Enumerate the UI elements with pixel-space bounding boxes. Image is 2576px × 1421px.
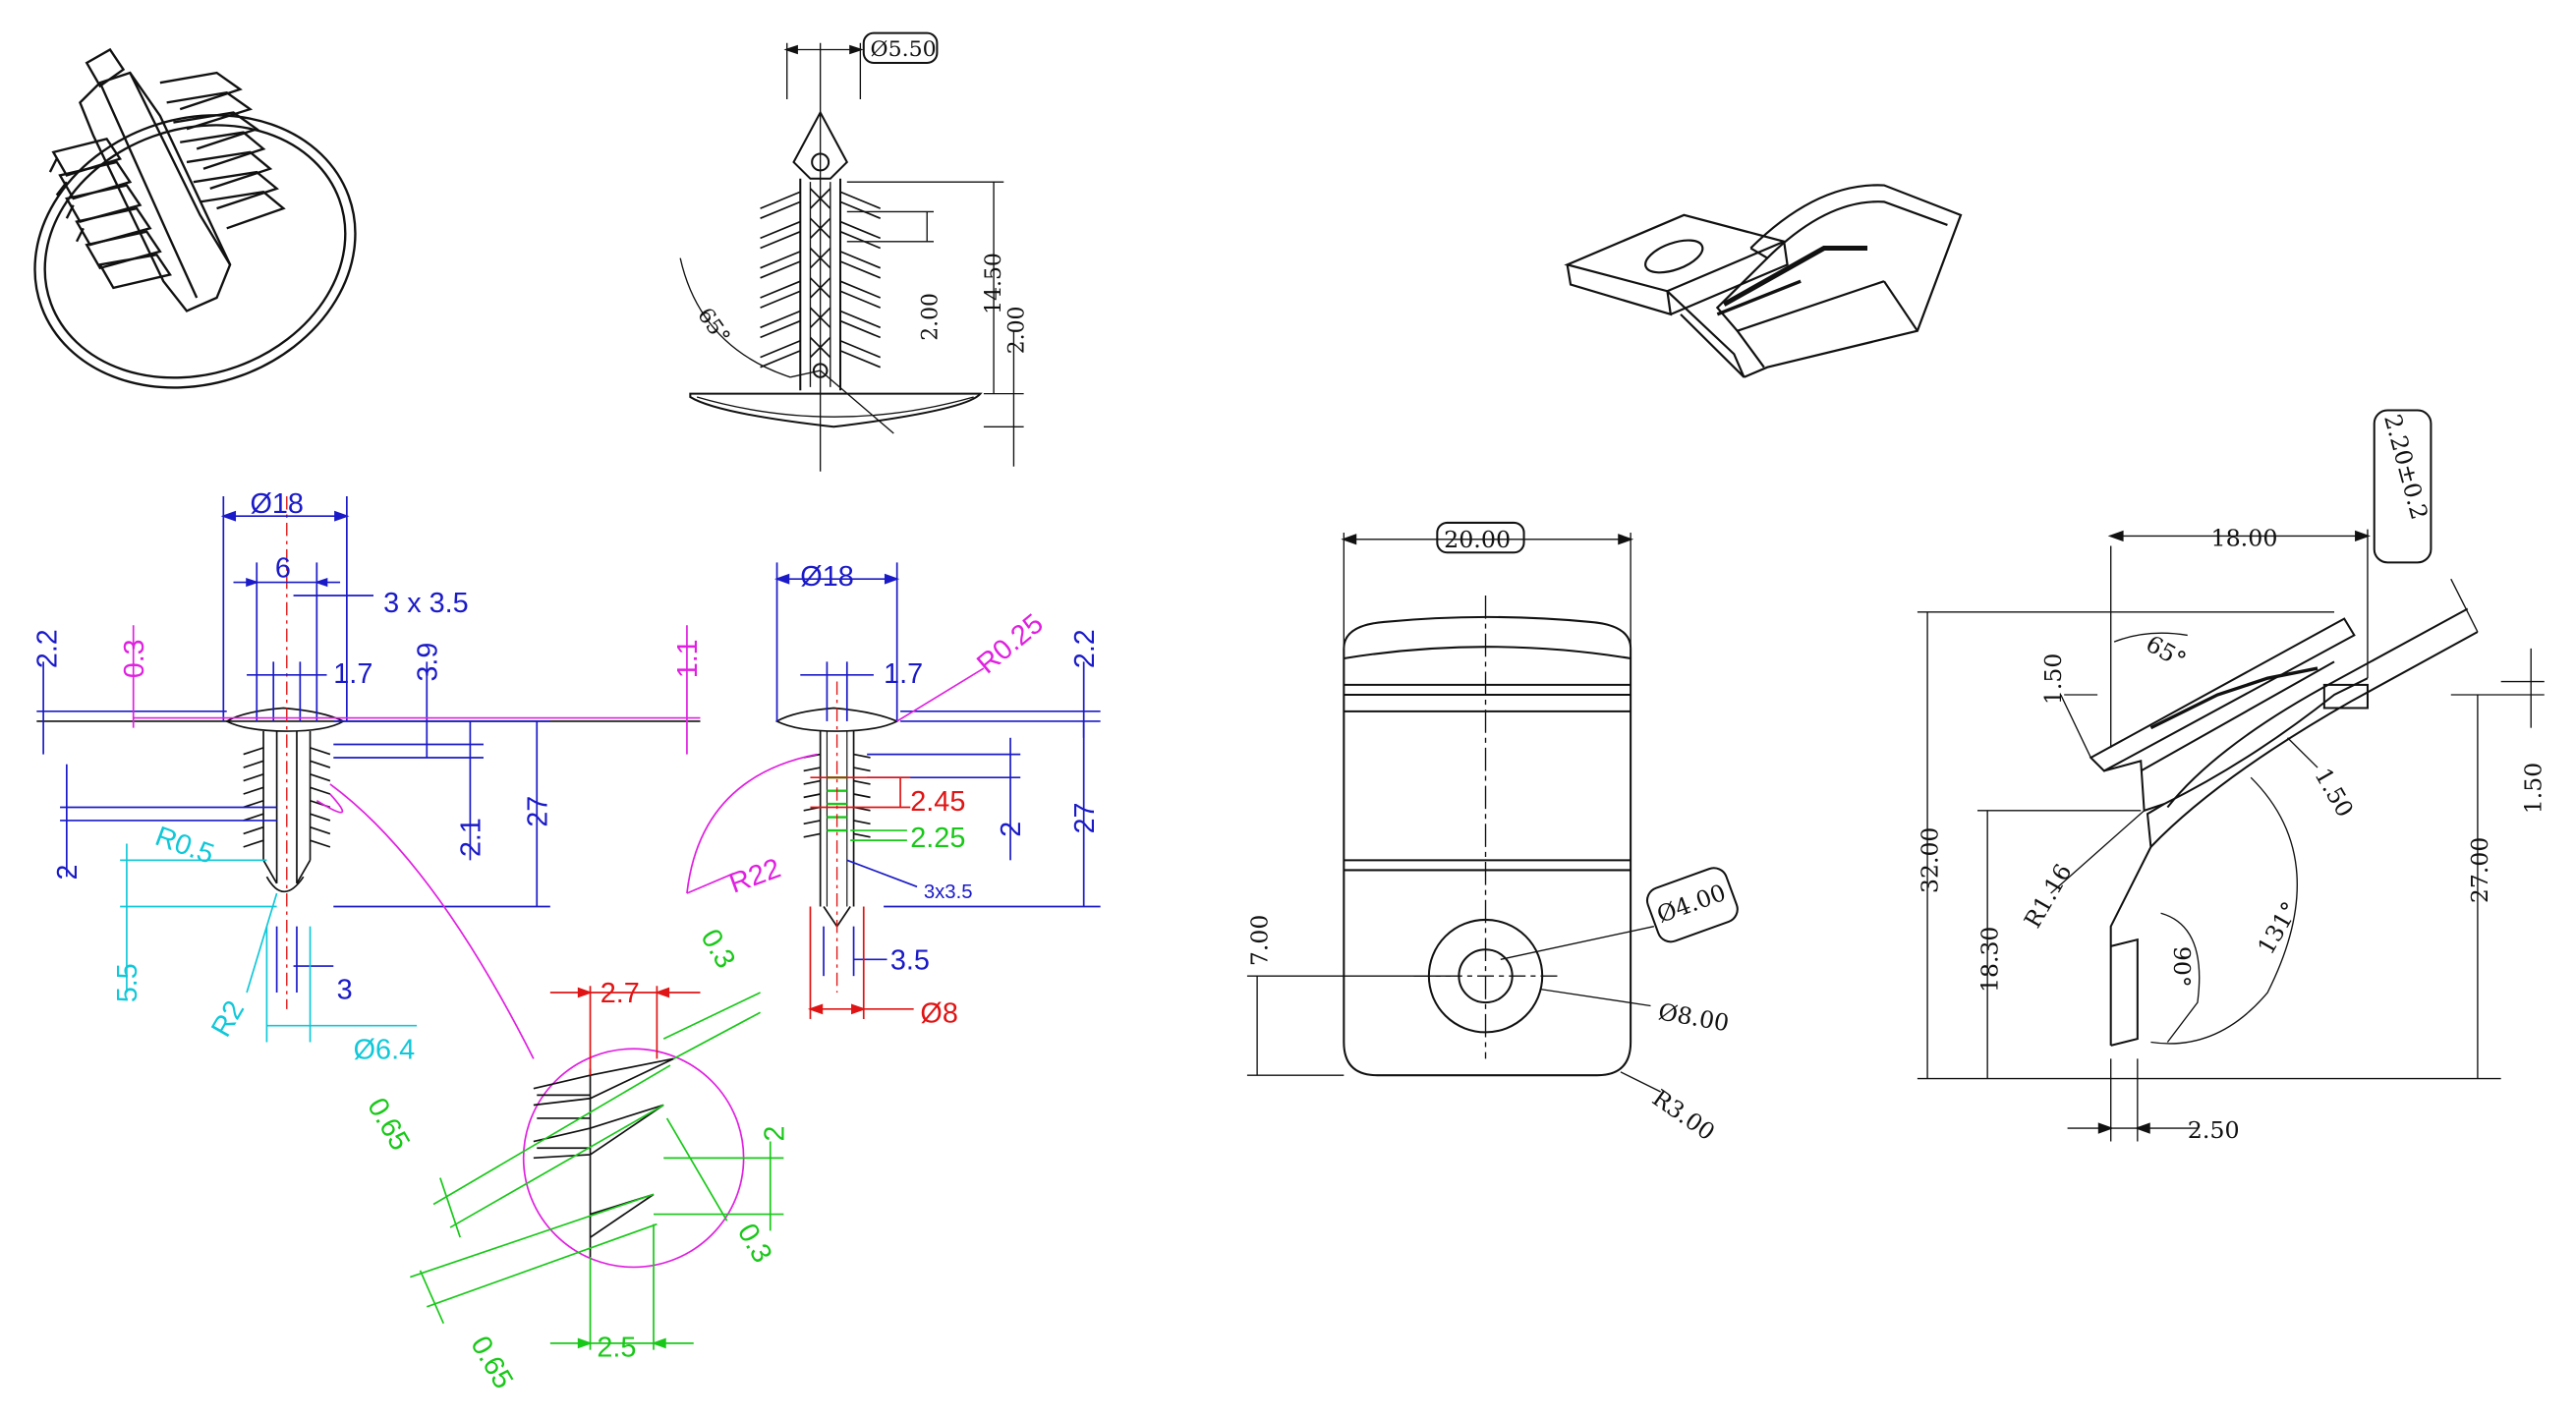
- bracket-front-width-label: 20.00: [1444, 526, 1511, 553]
- clip-section-view: [686, 562, 1101, 1019]
- bracket-side-view: [1917, 409, 2545, 1142]
- front-h39-label: 3.9: [412, 643, 443, 682]
- section-d8-label: Ø8: [920, 997, 957, 1029]
- bracket-side-h150c-label: 1.50: [2519, 763, 2547, 814]
- bracket-side-h1830-label: 18.30: [1975, 927, 2003, 993]
- section-w17-label: 1.7: [884, 658, 923, 690]
- clip-side-pitch-label: 2.00: [918, 293, 943, 341]
- section-slots-label: 3x3.5: [924, 881, 973, 903]
- bracket-side-h32-label: 32.00: [1916, 827, 1943, 893]
- bracket-front-r3-label: R3.00: [1647, 1084, 1720, 1146]
- front-w3-label: 3: [337, 975, 353, 1006]
- bracket-front-hole-inner-label: Ø4.00: [1653, 879, 1730, 929]
- bracket-front-h7-label: 7.00: [1245, 915, 1273, 966]
- section-h27-label: 27: [1069, 803, 1101, 834]
- front-h27-label: 27: [522, 796, 553, 827]
- section-h2-label: 2: [996, 822, 1027, 837]
- front-w17-label: 1.7: [333, 658, 372, 690]
- section-h22-label: 2.2: [1069, 629, 1101, 668]
- clip-side-height-label: 14.50: [982, 253, 1006, 314]
- bracket-side-h27-label: 27.00: [2466, 837, 2493, 903]
- front-slots-label: 3 x 3.5: [383, 588, 469, 619]
- section-dia18-label: Ø18: [800, 561, 854, 593]
- bracket-side-angle131-label: 131°: [2252, 897, 2304, 959]
- front-h55-label: 5.5: [112, 963, 143, 1002]
- bracket-side-r116-label: R1.16: [2019, 859, 2078, 933]
- section-h245-label: 2.45: [910, 786, 965, 818]
- front-d64-label: Ø6.4: [354, 1034, 416, 1065]
- section-w35-label: 3.5: [890, 945, 930, 977]
- front-h21-label: 2.1: [455, 818, 487, 857]
- clip-side-bottom-label: 2.00: [1005, 307, 1030, 355]
- bracket-front-hole-outer-label: Ø8.00: [1656, 997, 1731, 1037]
- bracket-side-t150b-label: 1.50: [2309, 764, 2359, 822]
- bracket-isometric-view: [1564, 184, 1963, 378]
- section-h225-label: 2.25: [910, 823, 965, 854]
- section-r22-label: R22: [725, 853, 785, 900]
- front-h2-label: 2: [52, 865, 84, 881]
- front-dia18-label: Ø18: [250, 488, 304, 520]
- bracket-front-view: [1246, 521, 1739, 1093]
- bracket-side-thickness-label: 2.20±0.2: [2378, 412, 2433, 523]
- bracket-side-t150a-label: 1.50: [2039, 654, 2067, 705]
- front-r05-label: R0.5: [151, 821, 218, 871]
- bracket-side-w18-label: 18.00: [2210, 525, 2277, 552]
- clip-side-view: [679, 31, 1024, 472]
- front-h03-label: 0.3: [119, 639, 150, 678]
- detail-h2-label: 2: [759, 1126, 790, 1142]
- section-r025-label: R0.25: [971, 608, 1050, 680]
- bracket-side-w250-label: 2.50: [2188, 1116, 2240, 1144]
- bracket-side-angle90-label: 90°: [2168, 946, 2196, 988]
- detail-w27-label: 2.7: [601, 978, 640, 1009]
- detail-t03a-label: 0.3: [694, 924, 741, 973]
- front-h11-label: 1.1: [672, 639, 704, 678]
- fin-detail-view: [410, 986, 784, 1350]
- detail-p065b-label: 0.65: [464, 1331, 519, 1393]
- front-r2-label: R2: [205, 995, 251, 1043]
- detail-w25-label: 2.5: [597, 1332, 636, 1363]
- detail-p065a-label: 0.65: [361, 1093, 416, 1156]
- clip-isometric-view: [33, 47, 357, 389]
- front-h22-label: 2.2: [32, 629, 64, 668]
- bracket-side-angle65-label: 65°: [2142, 630, 2191, 674]
- clip-side-dia-label: Ø5.50: [871, 37, 937, 62]
- clip-front-view: [36, 496, 701, 1059]
- front-w6-label: 6: [275, 553, 291, 585]
